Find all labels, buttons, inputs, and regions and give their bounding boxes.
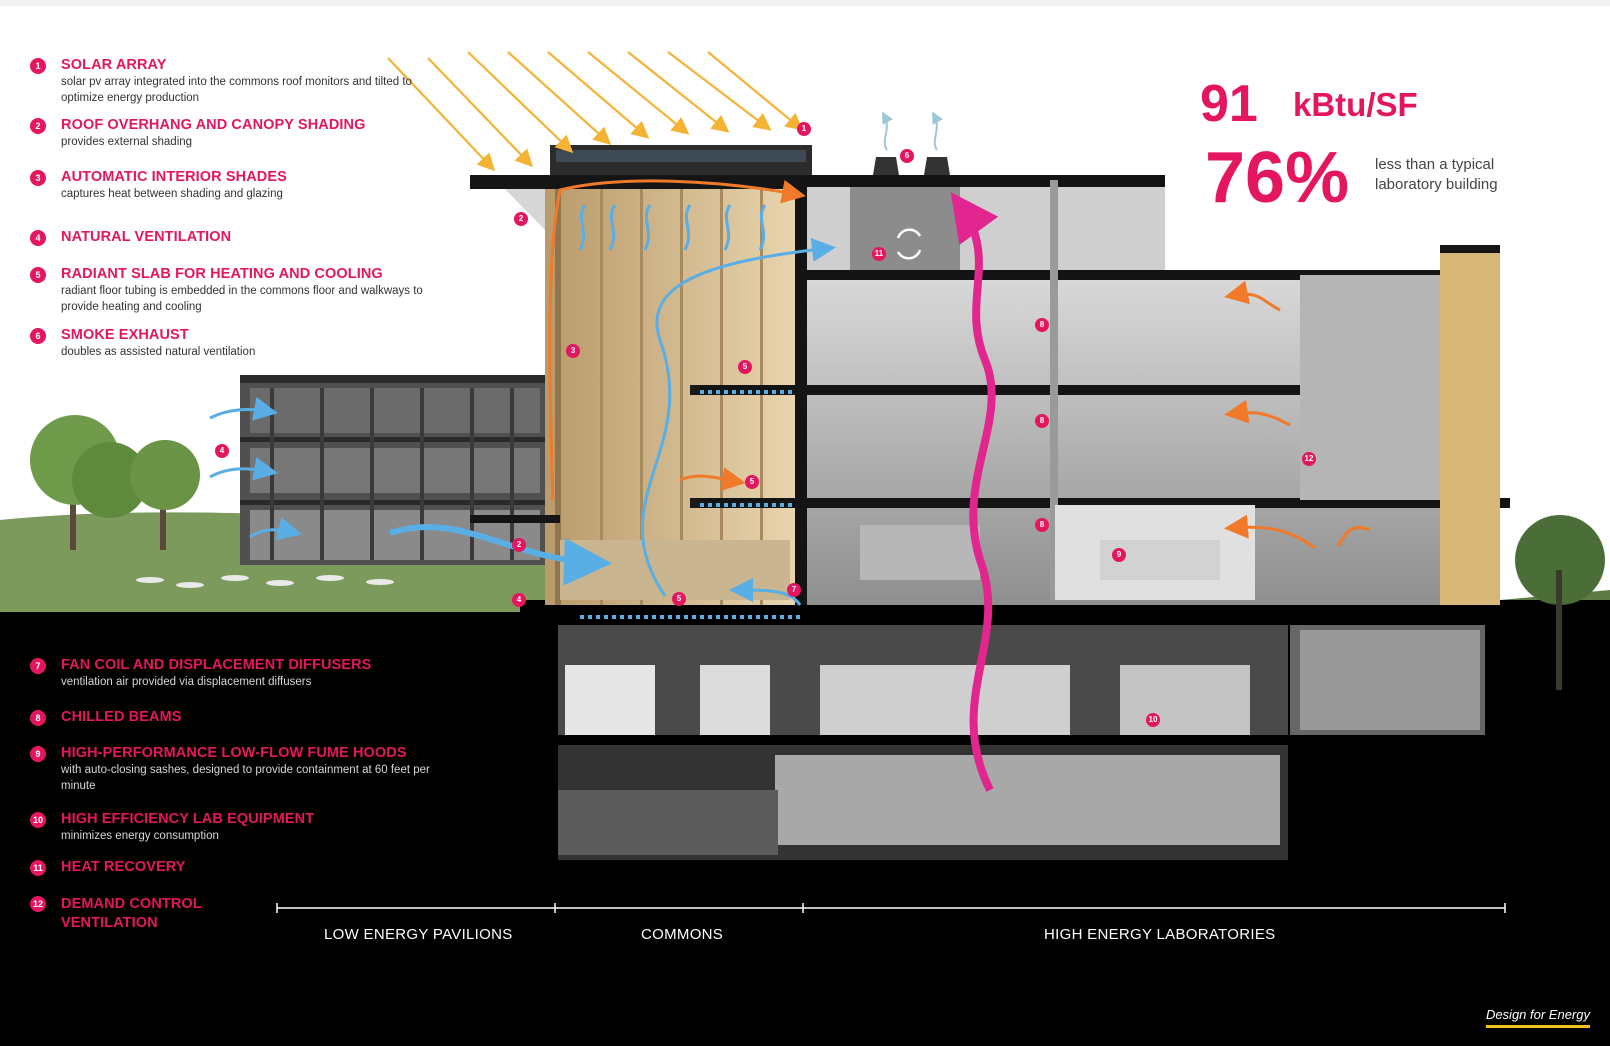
diagram-marker-7: 7	[787, 583, 801, 597]
legend-number-badge: 7	[30, 658, 46, 674]
exhaust-flow	[950, 192, 999, 792]
legend-description: with auto-closing sashes, designed to pr…	[61, 764, 430, 792]
legend-number-badge: 4	[30, 230, 46, 246]
legend-title: SMOKE EXHAUST	[61, 327, 189, 343]
diagram-marker-9: 9	[1112, 548, 1126, 562]
diagram-marker-12: 12	[1302, 452, 1316, 466]
smoke-exhaust-stacks	[873, 111, 950, 175]
legend-description: solar pv array integrated into the commo…	[61, 76, 412, 104]
eui-unit: kBtu/SF	[1293, 86, 1418, 123]
basement-levels	[558, 625, 1485, 860]
diagram-marker-4: 4	[215, 444, 229, 458]
legend-title: DEMAND CONTROL VENTILATION	[61, 896, 202, 931]
legend-title: ROOF OVERHANG AND CANOPY SHADING	[61, 117, 366, 133]
legend-description: ventilation air provided via displacemen…	[61, 676, 312, 688]
diagram-marker-8: 8	[1035, 414, 1049, 428]
zone-label-commons: COMMONS	[641, 926, 724, 943]
diagram-marker-2: 2	[512, 538, 526, 552]
diagram-marker-10: 10	[1146, 713, 1160, 727]
diagram-marker-5: 5	[745, 475, 759, 489]
diagram-marker-8: 8	[1035, 318, 1049, 332]
legend-number-badge: 1	[30, 58, 46, 74]
legend-description: radiant floor tubing is embedded in the …	[61, 285, 423, 313]
high-energy-laboratories	[700, 175, 1510, 605]
legend-description: doubles as assisted natural ventilation	[61, 346, 256, 358]
diagram-marker-11: 11	[872, 247, 886, 261]
patio-tables	[136, 575, 394, 588]
zone-label-high-energy-laboratories: HIGH ENERGY LABORATORIES	[1044, 926, 1276, 943]
diagram-marker-5: 5	[738, 360, 752, 374]
top-border	[0, 0, 1610, 6]
reduction-value: 76%	[1205, 138, 1350, 218]
zone-scale	[276, 903, 1506, 913]
diagram-marker-5: 5	[672, 592, 686, 606]
legend-title: HIGH EFFICIENCY LAB EQUIPMENT	[61, 811, 315, 827]
eui-value: 91	[1200, 75, 1258, 133]
legend-number-badge: 10	[30, 812, 46, 828]
legend-title: FAN COIL AND DISPLACEMENT DIFFUSERS	[61, 657, 372, 673]
legend-number-badge: 3	[30, 170, 46, 186]
legend-number-badge: 6	[30, 328, 46, 344]
legend-title: NATURAL VENTILATION	[61, 229, 232, 245]
legend-description: minimizes energy consumption	[61, 830, 219, 842]
legend-number-badge: 8	[30, 710, 46, 726]
solar-rays	[387, 51, 804, 172]
diagram-marker-1: 1	[797, 122, 811, 136]
legend-title: AUTOMATIC INTERIOR SHADES	[61, 169, 287, 185]
heat-recovery-symbol	[896, 228, 922, 260]
legend-number-badge: 9	[30, 746, 46, 762]
diagram-marker-6: 6	[900, 149, 914, 163]
reduction-caption: less than a typical laboratory building	[1375, 156, 1498, 193]
legend-number-badge: 12	[30, 896, 46, 912]
heat-flows	[548, 179, 1371, 550]
legend-number-badge: 2	[30, 118, 46, 134]
brand-logo: Design for Energy	[1485, 1007, 1590, 1028]
trees	[30, 415, 1605, 690]
diagram-marker-2: 2	[514, 212, 528, 226]
legend-description: provides external shading	[61, 136, 193, 148]
diagram-marker-4: 4	[512, 593, 526, 607]
diagram-marker-3: 3	[566, 344, 580, 358]
legend-number-badge: 5	[30, 267, 46, 283]
legend-description: captures heat between shading and glazin…	[61, 188, 283, 200]
zone-label-low-energy-pavilions: LOW ENERGY PAVILIONS	[324, 926, 513, 943]
legend-title: SOLAR ARRAY	[61, 57, 167, 73]
diagram-marker-8: 8	[1035, 518, 1049, 532]
legend-title: RADIANT SLAB FOR HEATING AND COOLING	[61, 266, 383, 282]
legend-title: HIGH-PERFORMANCE LOW-FLOW FUME HOODS	[61, 745, 407, 761]
legend-title: HEAT RECOVERY	[61, 859, 186, 875]
low-energy-pavilion	[240, 375, 550, 565]
legend-number-badge: 11	[30, 860, 46, 876]
legend-title: CHILLED BEAMS	[61, 709, 182, 725]
air-flows	[209, 204, 836, 606]
